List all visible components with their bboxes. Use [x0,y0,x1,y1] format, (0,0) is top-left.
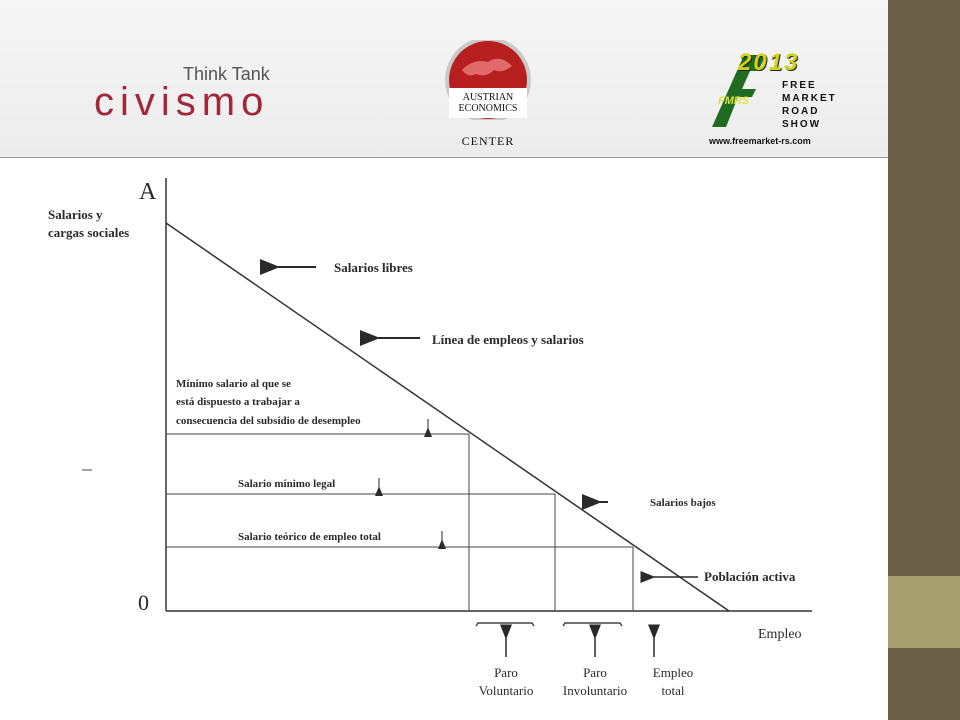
label-empleo-total-1: Empleo [653,665,693,680]
label-paro-involuntario-1: Paro [583,665,607,680]
fmrs-line-1: FREE [782,80,817,91]
logo-header: Think Tank civismo AUSTRIAN ECONOMICS CE… [0,0,888,158]
label-minimo-1: Mínimo salario al que se [176,378,291,390]
austrian-economics-center-logo: AUSTRIAN ECONOMICS CENTER [440,37,536,152]
aec-word-1: AUSTRIAN [462,92,514,103]
y-axis-label-1: Salarios y [48,207,103,222]
label-salario-teorico: Salario teórico de empleo total [238,531,381,543]
employment-wage-line [165,222,730,612]
label-paro-voluntario-2: Voluntario [479,683,534,698]
bracket-paro-voluntario [475,622,535,627]
fmrs-line-2: MARKET [782,93,837,104]
aec-word-2: ECONOMICS [458,103,518,114]
side-accent-block [888,576,960,648]
label-linea: Línea de empleos y salarios [432,332,584,347]
label-salarios-bajos: Salarios bajos [650,497,716,509]
label-paro-involuntario-2: Involuntario [563,683,627,698]
wage-employment-diagram: A 0 Salarios y cargas sociales Empleo Sa… [48,178,812,698]
label-minimo-2: está dispuesto a trabajar a [176,396,300,408]
label-poblacion-activa: Población activa [704,569,796,584]
brand-tagline: Think Tank [183,64,270,84]
label-empleo-total-2: total [661,683,684,698]
y-axis-label-2: cargas sociales [48,225,129,240]
road-mark-icon [712,55,766,127]
aec-word-3: CENTER [461,134,515,148]
label-paro-voluntario-1: Paro [494,665,518,680]
fmrs-year: 2013 [738,49,800,76]
fmrs-line-3: ROAD [782,106,820,117]
fmrs-line-4: SHOW [782,119,822,130]
label-minimo-3: consecuencia del subsidio de desempleo [176,415,361,427]
label-salario-minimo-legal: Salario mínimo legal [238,478,335,490]
axis-top-label: A [139,179,157,205]
bracket-paro-involuntario [562,622,623,627]
civismo-logo: civismo [94,80,270,124]
label-salarios-libres: Salarios libres [334,260,413,275]
fmrs-url: www.freemarket-rs.com [709,136,811,146]
globe-icon [445,37,531,123]
origin-label: 0 [138,590,149,615]
free-market-road-show-logo: 2013 FMRS FREE MARKET ROAD SHOW www.free… [706,37,835,151]
fmrs-mark: FMRS [718,95,750,107]
x-axis-label: Empleo [758,627,802,642]
